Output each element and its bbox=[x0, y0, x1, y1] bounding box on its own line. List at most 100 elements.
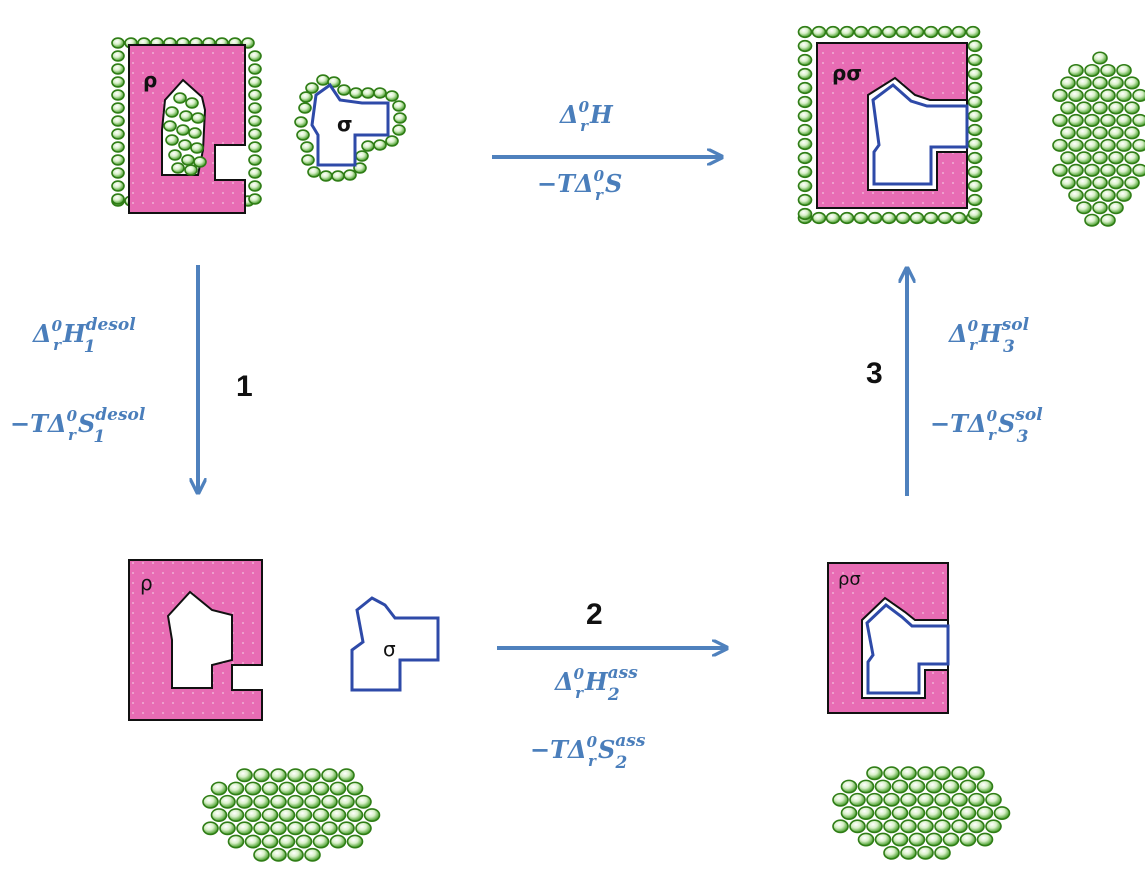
solvent-molecule bbox=[1076, 101, 1092, 115]
ligand-label-bare: σ bbox=[383, 637, 396, 661]
solvent-molecule bbox=[797, 109, 813, 123]
solvent-molecule bbox=[1132, 88, 1145, 102]
solvent-molecule bbox=[797, 193, 813, 207]
solvent-molecule bbox=[248, 193, 262, 205]
solvent-molecule bbox=[1060, 76, 1076, 90]
solvent-molecule bbox=[967, 207, 983, 221]
solvent-molecule bbox=[967, 179, 983, 193]
solvent-molecule bbox=[373, 139, 387, 151]
solvent-molecule bbox=[1116, 88, 1132, 102]
solvent-molecule bbox=[173, 92, 187, 104]
solvent-molecule bbox=[797, 95, 813, 109]
receptor-label: ρ bbox=[143, 68, 157, 92]
solvent-molecule bbox=[248, 128, 262, 140]
solvent-molecule bbox=[248, 63, 262, 75]
solvent-molecule bbox=[385, 135, 399, 147]
solvent-molecule bbox=[917, 792, 934, 807]
step3-number: 3 bbox=[866, 357, 883, 390]
solvent-molecule bbox=[179, 110, 193, 122]
solvent-molecule bbox=[111, 193, 125, 205]
ligand-label: σ bbox=[337, 112, 353, 136]
solvation-shell-complex bbox=[797, 25, 983, 225]
solvent-molecule bbox=[797, 137, 813, 151]
solvent-molecule bbox=[1108, 201, 1124, 215]
solvent-molecule bbox=[312, 781, 330, 796]
solvent-molecule bbox=[1068, 163, 1084, 177]
solvent-molecule bbox=[923, 25, 939, 39]
solvent-molecule bbox=[1092, 76, 1108, 90]
solvent-molecule bbox=[951, 25, 967, 39]
solvent-molecule bbox=[304, 794, 321, 809]
solvent-molecule bbox=[190, 142, 204, 154]
solvent-molecule bbox=[253, 821, 270, 836]
solvent-molecule bbox=[1132, 138, 1145, 152]
solvent-molecule bbox=[295, 808, 313, 822]
solvent-molecule bbox=[1052, 113, 1068, 127]
solvent-molecule bbox=[839, 25, 855, 39]
solvent-molecule bbox=[248, 50, 262, 62]
solvent-molecule bbox=[299, 91, 313, 103]
solvent-molecule bbox=[849, 819, 866, 834]
solvent-molecule bbox=[849, 792, 866, 807]
solvent-molecule bbox=[210, 808, 228, 822]
solvent-molecule bbox=[1052, 138, 1068, 152]
solvent-molecule bbox=[165, 106, 179, 118]
solvent-molecule bbox=[244, 808, 262, 822]
solvent-molecule bbox=[181, 154, 195, 166]
solvent-molecule bbox=[355, 821, 372, 836]
solvent-molecule bbox=[1068, 113, 1084, 127]
solvent-molecule bbox=[287, 821, 304, 836]
solvent-molecule bbox=[832, 792, 849, 807]
solvent-molecule bbox=[1108, 151, 1124, 165]
solvent-molecule bbox=[1092, 51, 1108, 65]
solvent-molecule bbox=[321, 821, 338, 836]
solvent-molecule bbox=[1076, 151, 1092, 165]
solvent-molecule bbox=[797, 67, 813, 81]
solvent-molecule bbox=[874, 832, 892, 847]
solvent-molecule bbox=[111, 115, 125, 127]
solvent-molecule bbox=[270, 794, 287, 809]
complex-label-bare: ρσ bbox=[838, 569, 861, 590]
solvent-molecule bbox=[797, 25, 813, 39]
solvated-receptor: ρ bbox=[111, 37, 262, 214]
solvent-molecule bbox=[304, 768, 321, 783]
solvent-molecule bbox=[248, 154, 262, 166]
solvent-molecule bbox=[895, 211, 911, 225]
solvent-molecule bbox=[165, 134, 179, 146]
solvent-molecule bbox=[111, 50, 125, 62]
solvent-molecule bbox=[1076, 201, 1092, 215]
solvent-molecule bbox=[202, 794, 219, 809]
solvent-molecule bbox=[985, 819, 1002, 834]
solvent-molecule bbox=[171, 162, 185, 174]
solvent-molecule bbox=[797, 123, 813, 137]
solvent-molecule bbox=[811, 25, 827, 39]
solvent-molecule bbox=[967, 151, 983, 165]
solvent-molecule bbox=[210, 781, 228, 796]
solvent-molecule bbox=[295, 834, 313, 849]
solvent-molecule bbox=[797, 151, 813, 165]
desolvated-receptor: ρ bbox=[128, 559, 263, 721]
solvated-ligand: σ bbox=[294, 74, 407, 182]
solvent-molecule bbox=[900, 766, 917, 781]
solvent-molecule bbox=[1108, 176, 1124, 190]
solvent-molecule bbox=[1100, 88, 1116, 102]
solvent-molecule bbox=[346, 808, 364, 822]
solvent-molecule bbox=[227, 834, 245, 849]
solvent-molecule bbox=[353, 162, 367, 174]
solvent-molecule bbox=[361, 87, 375, 99]
solvent-molecule bbox=[866, 766, 883, 781]
solvent-molecule bbox=[261, 834, 279, 849]
solvent-molecule bbox=[937, 25, 953, 39]
solvent-molecule bbox=[1076, 176, 1092, 190]
solvent-molecule bbox=[337, 84, 351, 96]
solvent-molecule bbox=[985, 792, 1002, 807]
solvent-molecule bbox=[168, 149, 182, 161]
solvent-molecule bbox=[248, 89, 262, 101]
solvent-molecule bbox=[1060, 101, 1076, 115]
solvent-molecule bbox=[385, 90, 399, 102]
solvent-molecule bbox=[1116, 63, 1132, 78]
solvent-molecule bbox=[825, 211, 841, 225]
solvent-molecule bbox=[248, 180, 262, 192]
solvent-molecule bbox=[1068, 88, 1084, 102]
